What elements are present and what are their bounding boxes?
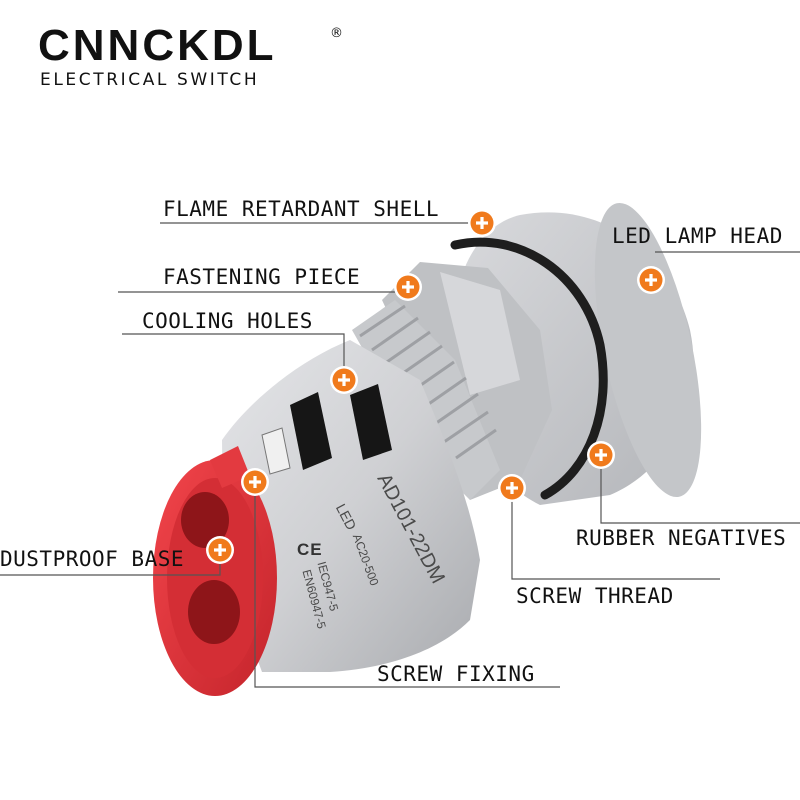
label-fastening-piece: FASTENING PIECE	[163, 265, 361, 289]
marker-flame-retardant-shell-icon[interactable]	[468, 209, 496, 237]
label-dustproof-base: DUSTPROOF BASE	[0, 547, 185, 571]
label-screw-thread: SCREW THREAD	[516, 584, 674, 608]
cooling-holes-shape	[261, 384, 392, 475]
marker-fastening-piece-icon[interactable]	[394, 273, 422, 301]
registered-mark: ®	[330, 26, 343, 41]
marker-screw-thread-icon[interactable]	[498, 474, 526, 502]
ce-mark: CE	[297, 540, 322, 559]
brand-logo: CNNCKDL ® ELECTRICAL SWITCH	[38, 21, 343, 91]
leader-rubber-negatives	[600, 455, 800, 524]
red-base-shape	[153, 446, 277, 696]
label-rubber-negatives: RUBBER NEGATIVES	[576, 526, 787, 550]
marker-dustproof-base-icon[interactable]	[206, 536, 234, 564]
label-screw-fixing: SCREW FIXING	[377, 662, 535, 686]
marker-screw-fixing-icon[interactable]	[241, 468, 269, 496]
brand-name: CNNCKDL	[38, 21, 277, 70]
leader-screw-thread	[511, 488, 720, 580]
marker-cooling-holes-icon[interactable]	[330, 366, 358, 394]
label-flame-retardant-shell: FLAME RETARDANT SHELL	[163, 197, 440, 221]
rubber-ring-shape	[450, 237, 608, 500]
leader-cooling-holes	[122, 333, 345, 380]
body-shell-shape	[222, 340, 480, 672]
label-led-lamp-head: LED LAMP HEAD	[612, 224, 783, 248]
brand-subtitle: ELECTRICAL SWITCH	[40, 70, 260, 90]
label-cooling-holes: COOLING HOLES	[142, 309, 313, 333]
leader-screw-fixing	[254, 482, 560, 688]
marker-led-lamp-head-icon[interactable]	[637, 266, 665, 294]
marker-rubber-negatives-icon[interactable]	[587, 441, 615, 469]
